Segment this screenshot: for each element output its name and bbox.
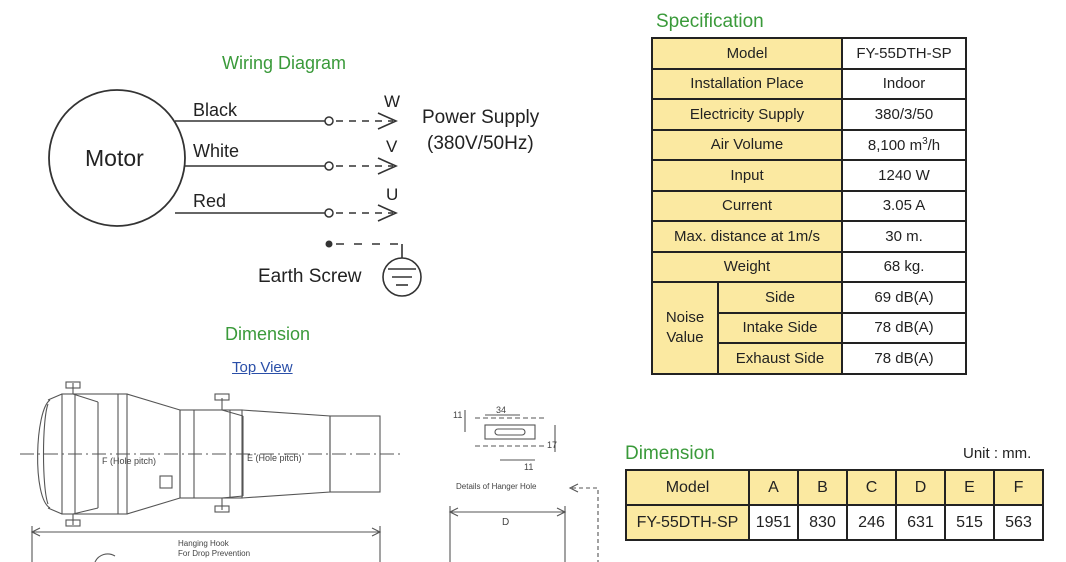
table-row: Weight 68 kg. — [651, 250, 967, 283]
wire-red-label: Red — [193, 191, 227, 211]
dimension-table-title: Dimension — [625, 443, 715, 464]
wire-black-label: Black — [193, 100, 238, 120]
earth-symbol — [382, 257, 422, 297]
dim-d-label: D — [502, 517, 510, 528]
value-cell: 515 — [944, 504, 995, 541]
power-supply-spec: (380V/50Hz) — [427, 133, 534, 154]
dimension-table: Model A B C D E F FY-55DTH-SP 1951 830 2… — [625, 469, 1044, 541]
spec-row-value: 3.05 A — [841, 189, 967, 222]
spec-row-label: Air Volume — [651, 128, 843, 161]
motor-circle — [48, 89, 186, 227]
wire-white-label: White — [193, 141, 240, 161]
spec-model-value: FY-55DTH-SP — [841, 37, 967, 70]
spec-row-value: 30 m. — [841, 220, 967, 253]
specification-table: Model FY-55DTH-SP Installation Place Ind… — [651, 37, 967, 375]
spec-row-label: Current — [651, 189, 843, 222]
top-view-drawing — [20, 381, 599, 562]
header-cell: Model — [625, 469, 750, 506]
power-supply-label: Power Supply — [422, 107, 540, 128]
dim-17-label: 17 — [547, 440, 558, 450]
dim-11-bottom-label: 11 — [524, 462, 534, 472]
table-header-row: Model A B C D E F — [625, 469, 1044, 506]
spec-air-volume-value: 8,100 m3/h — [841, 128, 967, 161]
phase-u-label: U — [386, 185, 399, 204]
model-cell: FY-55DTH-SP — [625, 504, 750, 541]
header-cell: A — [748, 469, 799, 506]
e-pitch-label: E (Hole pitch) — [247, 453, 302, 463]
spec-row-value: Indoor — [841, 67, 967, 100]
f-pitch-label: F (Hole pitch) — [102, 456, 157, 466]
table-row: Exhaust Side 78 dB(A) — [652, 342, 967, 375]
motor-label: Motor — [85, 145, 144, 171]
noise-intake-label: Intake Side — [717, 311, 843, 344]
noise-side-value: 69 dB(A) — [841, 281, 967, 314]
hanger-hole-details-label: Details of Hanger Hole — [456, 482, 537, 491]
header-cell: C — [846, 469, 897, 506]
spec-row-label: Max. distance at 1m/s — [651, 220, 843, 253]
unit-label: Unit : mm. — [963, 445, 1032, 462]
value-cell: 246 — [846, 504, 897, 541]
table-row: Input 1240 W — [651, 159, 967, 192]
spec-row-label: Electricity Supply — [651, 98, 843, 131]
value-cell: 1951 — [748, 504, 799, 541]
noise-side-label: Side — [717, 281, 843, 314]
table-row: FY-55DTH-SP 1951 830 246 631 515 563 — [625, 504, 1044, 541]
value-cell: 830 — [797, 504, 848, 541]
wiring-diagram — [48, 89, 422, 297]
hanging-hook-label: Hanging Hook — [178, 539, 229, 548]
table-row: Installation Place Indoor — [651, 67, 967, 100]
spec-row-value: 68 kg. — [841, 250, 967, 283]
dim-11-left-label: 11 — [453, 410, 463, 420]
header-cell: E — [944, 469, 995, 506]
spec-row-label: Input — [651, 159, 843, 192]
drop-prevention-label: For Drop Prevention — [178, 549, 251, 558]
spec-row-label: Installation Place — [651, 67, 843, 100]
value-cell: 563 — [993, 504, 1044, 541]
top-view-label: Top View — [232, 359, 293, 376]
wiring-diagram-title: Wiring Diagram — [222, 53, 347, 73]
phase-v-label: V — [386, 137, 398, 156]
table-row: Electricity Supply 380/3/50 — [651, 98, 967, 131]
table-row: Model FY-55DTH-SP — [651, 37, 967, 70]
header-cell: B — [797, 469, 848, 506]
table-row: Air Volume 8,100 m3/h — [651, 128, 967, 161]
specification-title: Specification — [656, 11, 764, 32]
noise-intake-value: 78 dB(A) — [841, 311, 967, 344]
earth-screw-label: Earth Screw — [258, 266, 362, 287]
spec-model-label: Model — [651, 37, 843, 70]
drawing-dimension-title: Dimension — [225, 324, 311, 344]
table-row: Max. distance at 1m/s 30 m. — [651, 220, 967, 253]
phase-w-label: W — [384, 92, 401, 111]
table-row: Current 3.05 A — [651, 189, 967, 222]
header-cell: D — [895, 469, 946, 506]
spec-row-value: 1240 W — [841, 159, 967, 192]
value-cell: 631 — [895, 504, 946, 541]
dim-34-label: 34 — [496, 405, 507, 415]
noise-exhaust-label: Exhaust Side — [717, 342, 843, 375]
noise-exhaust-value: 78 dB(A) — [841, 342, 967, 375]
header-cell: F — [993, 469, 1044, 506]
spec-row-value: 380/3/50 — [841, 98, 967, 131]
spec-row-label: Weight — [651, 250, 843, 283]
